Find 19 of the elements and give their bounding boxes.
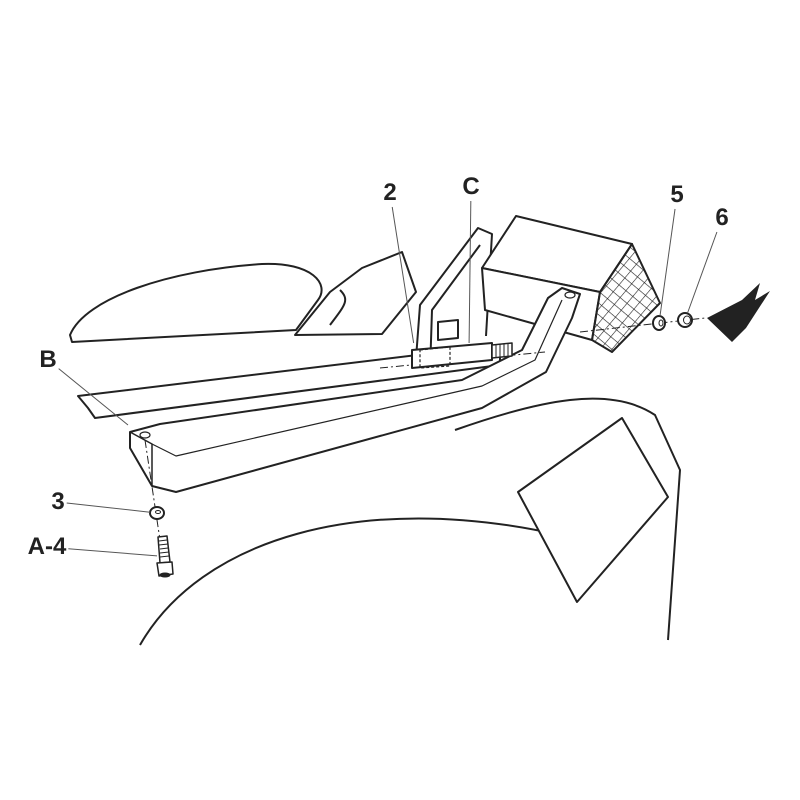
callout-label: 5 — [670, 183, 684, 207]
callout-label: C — [462, 175, 480, 199]
leader-line — [66, 502, 150, 513]
leader-line — [659, 208, 676, 316]
washer-icon — [652, 315, 666, 331]
callout-label: A-4 — [28, 535, 66, 559]
leader-line — [68, 548, 158, 556]
washer-icon — [149, 506, 165, 520]
leader-line — [468, 200, 472, 344]
bolt-icon — [156, 535, 174, 578]
callout-label: B — [39, 348, 57, 372]
leader-line — [58, 368, 128, 426]
nut-icon — [677, 312, 693, 328]
threaded-pin — [411, 342, 513, 369]
leader-line — [687, 232, 718, 314]
callout-label: 2 — [383, 181, 397, 205]
callout-label: 6 — [715, 206, 729, 230]
leader-line — [392, 206, 414, 344]
callout-label: 3 — [51, 490, 65, 514]
